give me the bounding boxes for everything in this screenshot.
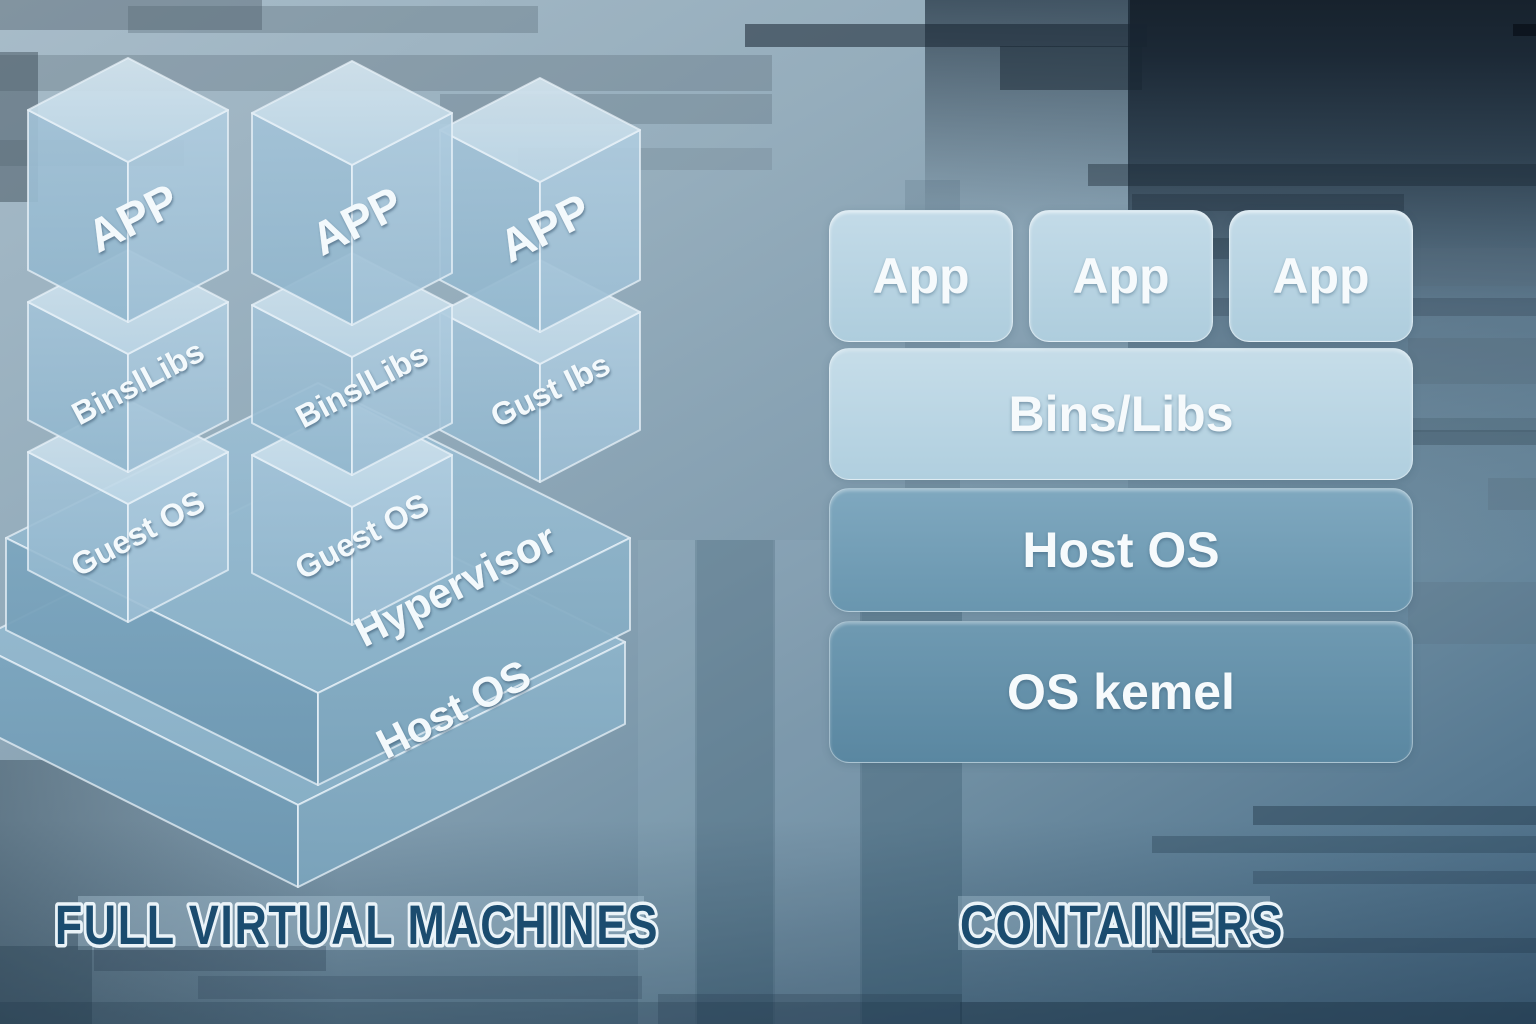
os-kernel-layer: OS kemel — [829, 621, 1413, 763]
background-stripe — [960, 1002, 1536, 1024]
background-stripe — [0, 0, 262, 30]
app-box — [27, 57, 229, 323]
background-stripe — [1253, 871, 1536, 884]
vm-column-1 — [27, 57, 229, 623]
background-stripe — [745, 24, 1147, 47]
background-stripe — [1132, 194, 1404, 211]
vm-stack-illustration: APP APP APP BinslLibs BinslLibs Gust Ibs… — [0, 57, 641, 888]
container-app-box: App — [829, 210, 1013, 342]
hypervisor-slab-right-face — [317, 537, 631, 786]
background-stripe — [1000, 46, 1142, 90]
background-stripe — [1372, 430, 1536, 445]
background-stripe — [1152, 836, 1536, 853]
box-top-face — [27, 57, 229, 163]
background-stripe — [128, 6, 538, 33]
background-stripe — [1408, 248, 1536, 286]
containers-diagram: App App App Bins/Libs Host OS OS kemel — [829, 210, 1413, 763]
host-os-layer: Host OS — [829, 488, 1413, 612]
background-stripe — [773, 540, 862, 1024]
bins-libs-layer: Bins/Libs — [829, 348, 1413, 480]
vm-column-2 — [251, 60, 453, 626]
background-stripe — [0, 1002, 1536, 1024]
background-stripe — [1408, 338, 1536, 384]
box-top-face — [251, 60, 453, 166]
background-stripe — [0, 946, 92, 1024]
background-stripe — [658, 994, 962, 1024]
background-stripe — [1152, 938, 1536, 953]
background-stripe — [1488, 478, 1536, 510]
background-stripe — [1408, 582, 1536, 644]
box-top-face — [439, 77, 641, 183]
container-app-row: App App App — [829, 210, 1413, 342]
container-app-box: App — [1029, 210, 1213, 342]
background-stripe — [198, 976, 642, 999]
app-box — [439, 77, 641, 333]
background-stripe — [94, 946, 326, 971]
background-stripe — [1513, 24, 1536, 36]
background-stripe — [1088, 164, 1536, 186]
background-stripe — [78, 896, 644, 950]
background-stripe — [695, 540, 775, 1024]
host-os-slab-right-face — [297, 641, 626, 888]
background-stripe — [638, 540, 697, 1024]
background-stripe — [1253, 806, 1536, 825]
background-stripe — [958, 896, 1270, 950]
container-app-box: App — [1229, 210, 1413, 342]
vm-column-3 — [439, 77, 641, 483]
app-box — [251, 60, 453, 326]
